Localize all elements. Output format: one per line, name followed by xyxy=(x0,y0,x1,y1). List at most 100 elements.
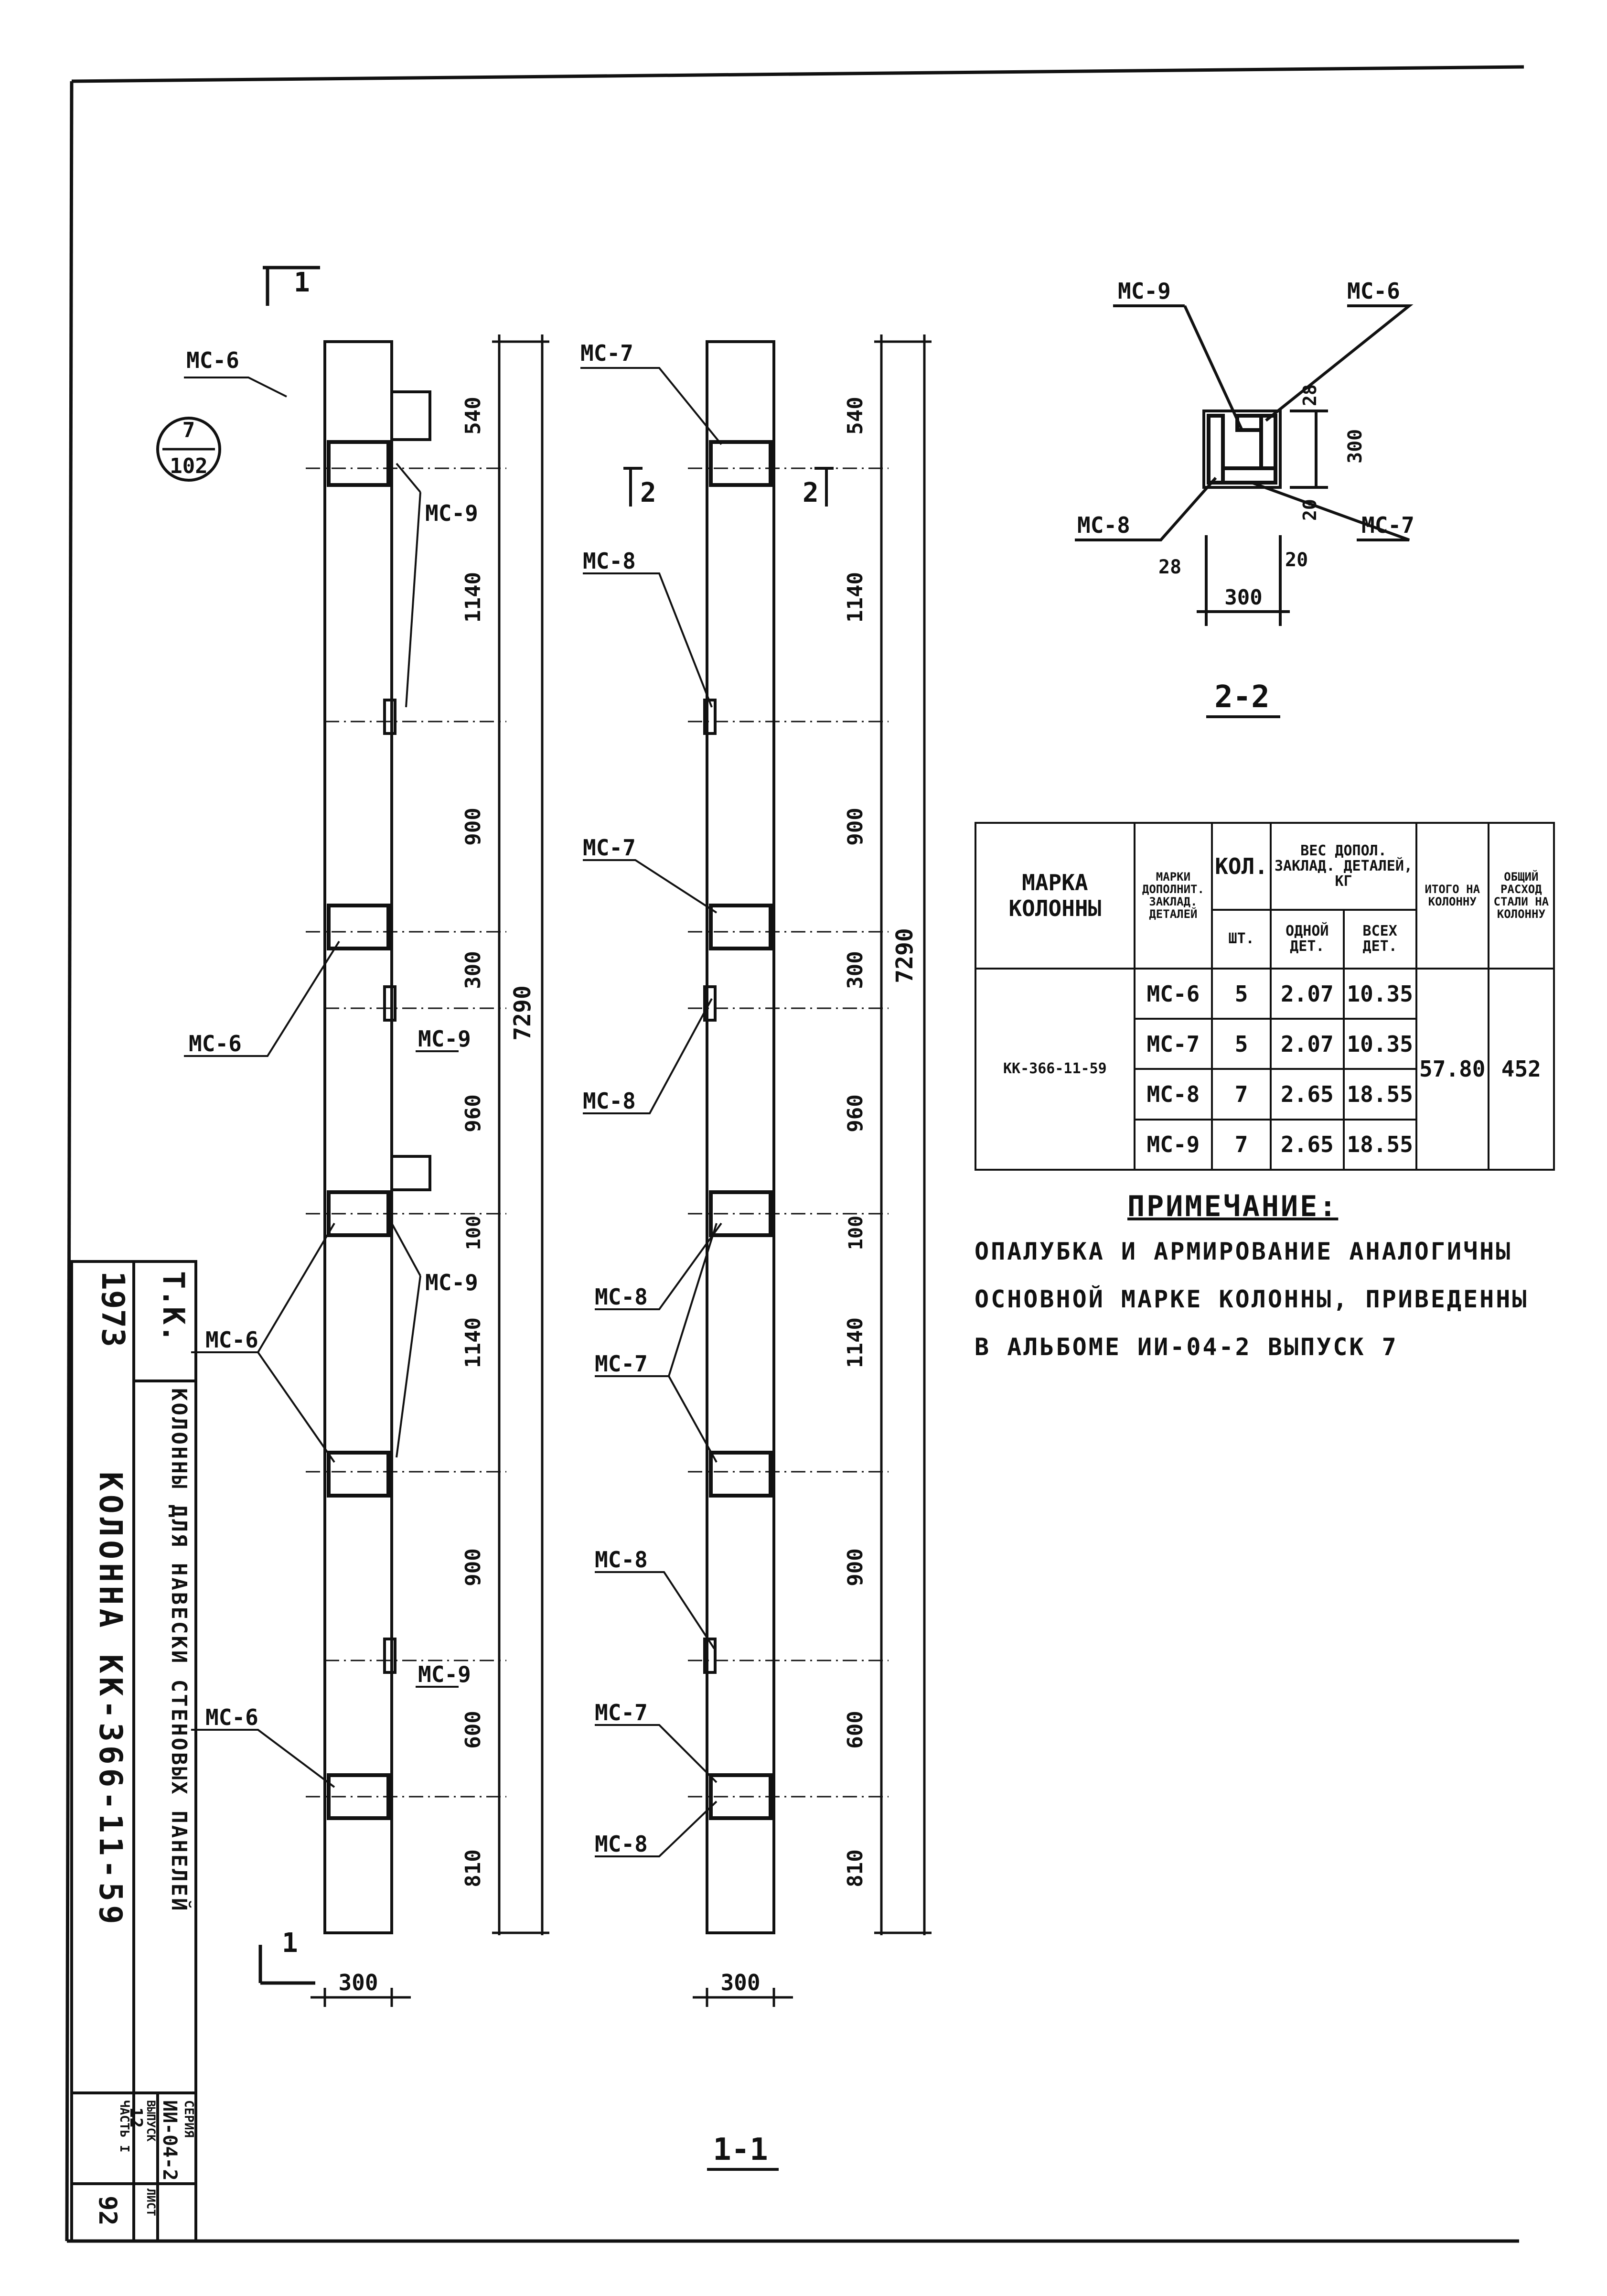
left-dim-900b: 900 xyxy=(461,1548,485,1586)
left-width-300: 300 xyxy=(338,1970,378,1995)
tb-part: ЧАСТЬ I xyxy=(117,2100,131,2153)
section-2-2-title: 2-2 xyxy=(1214,679,1270,715)
tb-sheet: 92 xyxy=(93,2196,122,2226)
right-dim-540: 540 xyxy=(843,397,868,434)
left-dim-100: 100 xyxy=(463,1216,485,1250)
th-total: ИТОГО НА КОЛОННУ xyxy=(1415,822,1489,970)
left-dim-600: 600 xyxy=(461,1711,485,1748)
cut-label-bottom: 1 xyxy=(282,1928,298,1959)
right-leaders xyxy=(580,367,722,1857)
right-label-mc7-top: МС-7 xyxy=(580,340,633,366)
left-dim-300: 300 xyxy=(461,951,485,989)
tb-subtitle: КОЛОННА КК-366-11-59 xyxy=(92,1472,129,1928)
left-label-mc9-low: МС-9 xyxy=(425,1270,478,1295)
reference-stamp: 7 102 xyxy=(156,417,221,482)
tb-year: 1973 xyxy=(95,1271,131,1347)
note-title: ПРИМЕЧАНИЕ: xyxy=(1127,1190,1339,1223)
note-line-3: В АЛЬБОМЕ ИИ-04-2 ВЫПУСК 7 xyxy=(975,1333,1398,1361)
td-one: 2.07 xyxy=(1270,1018,1345,1070)
td-part: МС-6 xyxy=(1133,967,1213,1020)
right-label-mc7-bottom: МС-7 xyxy=(595,1700,648,1725)
right-label-mc8-bottom: МС-8 xyxy=(595,1831,648,1857)
title-block xyxy=(70,1260,197,2242)
left-label-mc9-bottom: МС-9 xyxy=(418,1661,471,1687)
right-dim-100: 100 xyxy=(845,1216,867,1250)
left-dim-1140b: 1140 xyxy=(461,1317,485,1368)
sec-label-mc8: МС-8 xyxy=(1077,512,1130,538)
sec-dim-28: 28 xyxy=(1158,556,1181,578)
td-part: МС-7 xyxy=(1133,1018,1213,1070)
cut-2-right: 2 xyxy=(803,477,819,508)
td-one: 2.65 xyxy=(1270,1068,1345,1121)
right-dim-900b: 900 xyxy=(843,1548,868,1586)
td-qty: 7 xyxy=(1211,1118,1272,1171)
right-dim-960: 960 xyxy=(843,1094,868,1132)
column-right xyxy=(703,340,775,1934)
left-label-mc6-bottom: МС-6 xyxy=(205,1704,258,1730)
th-mark: МАРКА КОЛОННЫ xyxy=(975,822,1136,970)
section-1-1-title: 1-1 xyxy=(713,2132,768,2167)
right-label-mc8-low2: МС-8 xyxy=(595,1547,648,1573)
left-width-dim xyxy=(311,1988,411,2007)
left-leaders xyxy=(184,377,459,1788)
note-line-2: ОСНОВНОЙ МАРКЕ КОЛОННЫ, ПРИВЕДЕННЫ xyxy=(975,1285,1529,1313)
left-label-mc6-low: МС-6 xyxy=(205,1327,258,1353)
right-label-mc7-mid: МС-7 xyxy=(583,835,636,861)
right-dim-900: 900 xyxy=(843,808,868,845)
tb-issue-label: ВЫПУСК xyxy=(144,2100,158,2142)
td-part: МС-8 xyxy=(1133,1068,1213,1121)
th-weight: ВЕС ДОПОЛ. ЗАКЛАД. ДЕТАЛЕЙ, КГ xyxy=(1270,822,1417,911)
sec-dim-28v: 28 xyxy=(1299,384,1320,406)
tb-title: КОЛОННЫ ДЛЯ НАВЕСКИ СТЕНОВЫХ ПАНЕЛЕЙ xyxy=(167,1388,191,1913)
tb-tk: Т.К. xyxy=(156,1271,191,1343)
right-dim-1140: 1140 xyxy=(843,572,868,623)
sec-dim-20v: 20 xyxy=(1299,499,1320,521)
tb-sheet-label: ЛИСТ xyxy=(144,2188,158,2216)
th-one: ОДНОЙ ДЕТ. xyxy=(1270,908,1345,970)
td-all: 10.35 xyxy=(1342,967,1417,1020)
sec-label-mc9: МС-9 xyxy=(1118,278,1171,304)
right-dim-300: 300 xyxy=(843,951,868,989)
right-label-mc8-mid: МС-8 xyxy=(583,1088,636,1114)
tb-series: ИИ-04-2 xyxy=(159,2100,181,2181)
left-label-mc6-mid: МС-6 xyxy=(189,1031,242,1056)
td-all: 10.35 xyxy=(1342,1018,1417,1070)
left-dim-1140: 1140 xyxy=(461,572,485,623)
th-parts: МАРКИ ДОПОЛНИТ. ЗАКЛАД. ДЕТАЛЕЙ xyxy=(1133,822,1213,970)
left-dim-810: 810 xyxy=(461,1849,485,1887)
right-width-dim xyxy=(693,1988,793,2007)
stamp-top: 7 xyxy=(182,418,195,442)
cut-2-markers xyxy=(623,467,834,507)
th-steel: ОБЩИЙ РАСХОД СТАЛИ НА КОЛОННУ xyxy=(1487,822,1555,970)
td-qty: 5 xyxy=(1211,1018,1272,1070)
left-total-7290: 7290 xyxy=(509,985,536,1041)
td-part: МС-9 xyxy=(1133,1118,1213,1171)
note-line-1: ОПАЛУБКА И АРМИРОВАНИЕ АНАЛОГИЧНЫ xyxy=(975,1238,1512,1265)
cut-2-left: 2 xyxy=(640,477,656,508)
left-axis-lines xyxy=(306,467,506,1798)
sec-dim-20: 20 xyxy=(1285,549,1308,571)
td-qty: 5 xyxy=(1211,967,1272,1020)
td-total: 57.80 xyxy=(1415,967,1489,1171)
right-dim-1140b: 1140 xyxy=(843,1317,868,1368)
left-label-mc9-top: МС-9 xyxy=(425,500,478,526)
td-one: 2.65 xyxy=(1270,1118,1345,1171)
left-label-mc9-mid: МС-9 xyxy=(418,1026,471,1052)
left-dim-960: 960 xyxy=(461,1094,485,1132)
td-one: 2.07 xyxy=(1270,967,1345,1020)
right-dim-600: 600 xyxy=(843,1711,868,1748)
td-column-mark: КК-366-11-59 xyxy=(975,967,1136,1171)
left-dim-900: 900 xyxy=(461,808,485,845)
cut-marker-top xyxy=(263,266,320,306)
sec-dim-300v: 300 xyxy=(1344,429,1366,464)
td-steel: 452 xyxy=(1487,967,1555,1171)
right-label-mc7-low: МС-7 xyxy=(595,1351,648,1377)
cut-label-top: 1 xyxy=(294,267,310,298)
th-all: ВСЕХ ДЕТ. xyxy=(1342,908,1417,970)
right-dim-lines xyxy=(874,334,932,1935)
sheet-frame xyxy=(65,65,1524,2243)
th-qty-unit: ШТ. xyxy=(1211,908,1272,970)
right-label-mc8-low: МС-8 xyxy=(595,1284,648,1310)
td-qty: 7 xyxy=(1211,1068,1272,1121)
th-qty: КОЛ. xyxy=(1211,822,1272,911)
